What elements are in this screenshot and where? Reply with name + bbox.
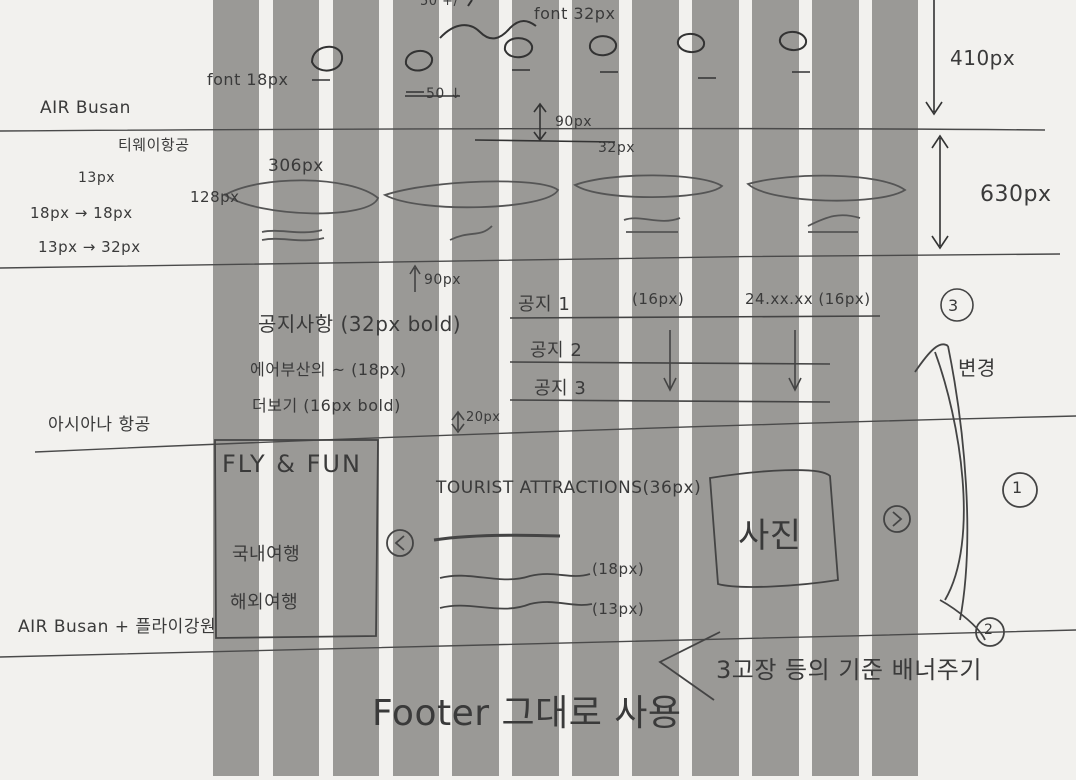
annotation-text: 128px (190, 188, 240, 206)
annotation-text: (18px) (592, 560, 645, 578)
dimension-arrow (931, 134, 949, 250)
notice-row-line (509, 315, 881, 319)
nav-item-circle (588, 35, 618, 57)
grid-column (632, 0, 679, 776)
text-squiggle (439, 573, 591, 581)
annotation-text: 13px (78, 170, 115, 186)
text-squiggle (439, 601, 593, 610)
flyfun-link-overseas[interactable]: 해외여행 (230, 592, 299, 613)
next-arrow-circle (883, 505, 911, 533)
flyfun-link-domestic[interactable]: 국내여행 (232, 544, 301, 565)
section-divider (0, 127, 1046, 132)
badge-circle (940, 288, 974, 322)
annotation-text: (13px) (592, 600, 645, 618)
annotation-text: 3고장 등의 기준 배너주기 (716, 656, 982, 684)
annotation-text: (16px) (632, 290, 685, 308)
airline-name: 아시아나 항공 (48, 415, 151, 435)
text-squiggle (261, 237, 325, 242)
airline-name: AIR Busan + 플라이강원 (18, 617, 217, 637)
notice-date: 24.xx.xx (16px) (745, 290, 871, 308)
notice-description: 에어부산의 ~ (18px) (250, 360, 407, 379)
annotation-text: 90px (555, 114, 592, 130)
airline-name: 티웨이항공 (118, 136, 190, 154)
text-squiggle (807, 214, 861, 233)
nav-item-underline (312, 69, 810, 93)
annotation-text: 306px (268, 156, 324, 176)
change-arrow (934, 351, 965, 601)
list-arrow (788, 330, 802, 392)
badge-circle (1002, 472, 1038, 508)
pagination-dots (433, 533, 561, 542)
flyfun-box (214, 439, 379, 639)
list-arrow (663, 330, 677, 392)
dimension-arrow (533, 102, 547, 142)
airline-name: AIR Busan (40, 98, 131, 118)
grid-column (692, 0, 739, 776)
notice-more-link[interactable]: 더보기 (16px bold) (252, 396, 401, 415)
grid-column (213, 0, 259, 776)
title-squiggle (439, 20, 537, 40)
annotation-text: 20px (466, 410, 501, 425)
spacing-arrow (409, 264, 421, 292)
annotation-text: 변경 (958, 356, 996, 380)
hero-card-outline (223, 179, 380, 215)
nav-item-circle (404, 49, 434, 72)
bracket-mark (658, 631, 721, 701)
photo-placeholder-label: 사진 (738, 516, 802, 556)
notice-item[interactable]: 공지 2 (530, 340, 583, 361)
grid-column (572, 0, 619, 776)
annotation-text: 32px (598, 140, 635, 156)
grid-column (393, 0, 439, 776)
badge-number: 2 (984, 622, 994, 638)
hero-card-outline (746, 174, 907, 202)
spacing-arrow (451, 410, 465, 434)
change-arrow (939, 599, 986, 641)
chevron-left-icon (394, 535, 405, 551)
grid-column (273, 0, 319, 776)
hero-card-outline (382, 180, 560, 209)
section-divider (0, 629, 1076, 658)
text-squiggle (623, 217, 681, 233)
text-squiggle (449, 225, 493, 241)
hero-card-outline (573, 174, 724, 198)
nav-item-circle (676, 33, 706, 53)
dimension-label: 630px (980, 182, 1052, 207)
chevron-right-icon (892, 511, 903, 527)
notice-item[interactable]: 공지 1 (518, 294, 571, 315)
prev-arrow-circle (386, 529, 414, 557)
grid-column (333, 0, 379, 776)
photo-box (709, 469, 839, 588)
badge-circle (975, 617, 1005, 647)
nav-item-circle (310, 46, 344, 72)
annotation-text: font 32px (534, 4, 616, 23)
badge-number: 1 (1012, 478, 1023, 497)
change-arrow (914, 343, 969, 621)
badge-number: 3 (948, 296, 959, 315)
notice-heading: 공지사항 (32px bold) (258, 312, 462, 336)
text-squiggle (261, 229, 323, 234)
annotation-text: 13px → 32px (38, 238, 141, 256)
annotation-text: 50 +/ (420, 0, 459, 9)
annotation-text: 18px → 18px (30, 204, 133, 222)
dimension-arrow (925, 0, 943, 116)
notice-item[interactable]: 공지 3 (534, 378, 587, 399)
annotation-text: 90px (424, 272, 461, 288)
underline-mark (474, 139, 616, 143)
grid-column (452, 0, 499, 776)
nav-item-circle (778, 31, 808, 51)
annotation-text: 50 ↓ (426, 86, 462, 102)
notice-row-line (509, 399, 831, 403)
attractions-title: TOURIST ATTRACTIONS(36px) (436, 478, 702, 498)
annotation-text: font 18px (207, 70, 289, 89)
section-divider (34, 415, 1076, 453)
footer-note: Footer 그대로 사용 (372, 693, 682, 734)
dimension-label: 410px (950, 46, 1016, 70)
flyfun-title: FLY & FUN (222, 450, 362, 478)
nav-item-circle (503, 37, 534, 59)
sketch-mark (467, 0, 473, 7)
